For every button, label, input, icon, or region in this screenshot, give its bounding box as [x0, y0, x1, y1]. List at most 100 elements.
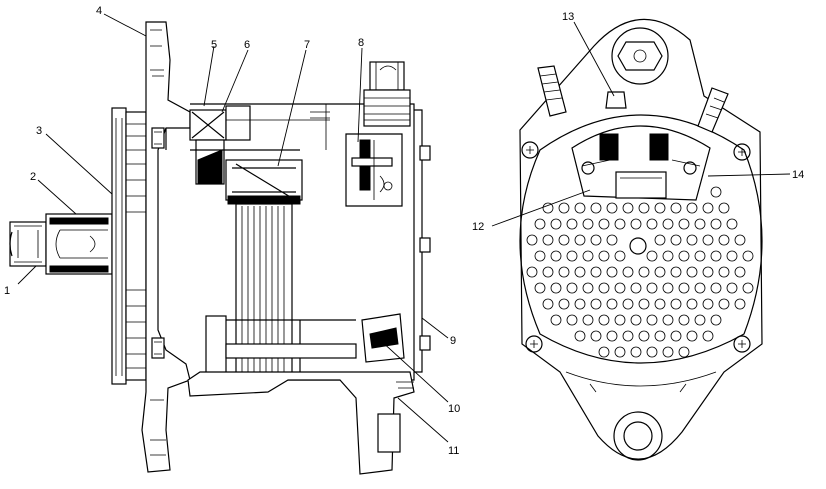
- vent-hole: [702, 298, 714, 310]
- vent-hole: [726, 218, 738, 230]
- terminal-stud: [363, 61, 411, 127]
- vent-hole: [710, 218, 722, 230]
- vent-hole: [550, 282, 562, 294]
- vent-hole: [678, 346, 690, 358]
- callout-3: 3: [36, 125, 42, 137]
- vent-hole: [590, 202, 602, 214]
- vent-hole: [710, 282, 722, 294]
- vent-hole: [702, 202, 714, 214]
- regulator-plate: [571, 125, 711, 201]
- callout-labels: 1 2 3 4 5 6 7 8 9 10 11 12 13 14: [4, 5, 804, 457]
- vent-hole: [670, 202, 682, 214]
- vent-hole: [702, 330, 714, 342]
- vent-hole: [662, 282, 674, 294]
- callout-6: 6: [244, 39, 250, 51]
- vent-hole: [654, 202, 666, 214]
- vent-hole: [590, 330, 602, 342]
- side-section-view: [9, 13, 449, 475]
- vent-hole: [598, 346, 610, 358]
- vent-hole: [630, 282, 642, 294]
- vent-hole: [622, 330, 634, 342]
- brush-holder: [345, 133, 403, 207]
- vent-hole: [734, 266, 746, 278]
- vent-hole: [718, 266, 730, 278]
- vent-hole: [574, 266, 586, 278]
- callout-2: 2: [30, 171, 36, 183]
- vent-hole: [686, 266, 698, 278]
- vent-hole: [694, 282, 706, 294]
- vent-hole: [614, 346, 626, 358]
- vent-hole: [614, 314, 626, 326]
- vent-hole: [598, 282, 610, 294]
- vent-hole: [622, 266, 634, 278]
- callout-7: 7: [304, 39, 310, 51]
- callout-1: 1: [4, 285, 10, 297]
- vent-hole: [662, 346, 674, 358]
- vent-hole: [638, 298, 650, 310]
- callout-12: 12: [472, 221, 484, 233]
- vent-hole: [630, 314, 642, 326]
- vent-hole: [726, 282, 738, 294]
- vent-hole: [582, 218, 594, 230]
- vent-hole: [550, 250, 562, 262]
- vent-hole: [582, 250, 594, 262]
- rear-end-view: [491, 18, 791, 461]
- vent-hole: [582, 314, 594, 326]
- vent-hole: [742, 250, 754, 262]
- terminal-posts: [537, 65, 729, 133]
- vent-hole: [542, 234, 554, 246]
- vent-hole: [558, 266, 570, 278]
- callout-14: 14: [792, 169, 804, 181]
- vent-hole: [534, 250, 546, 262]
- vent-hole: [742, 282, 754, 294]
- vent-hole: [526, 266, 538, 278]
- vent-hole: [622, 298, 634, 310]
- vent-hole: [614, 218, 626, 230]
- vent-hole: [638, 330, 650, 342]
- vent-hole: [582, 282, 594, 294]
- vent-hole: [630, 218, 642, 230]
- vent-hole: [566, 282, 578, 294]
- vent-hole: [710, 314, 722, 326]
- rear-mount-foot: [187, 371, 415, 475]
- vent-hole: [686, 234, 698, 246]
- vent-hole: [542, 266, 554, 278]
- vent-hole: [638, 266, 650, 278]
- left-leaders: [17, 13, 449, 443]
- vent-hole: [526, 234, 538, 246]
- vent-hole: [654, 330, 666, 342]
- right-leaders: [491, 21, 791, 227]
- vent-hole: [566, 218, 578, 230]
- vent-hole: [534, 282, 546, 294]
- vent-hole: [638, 202, 650, 214]
- vent-hole: [702, 266, 714, 278]
- vent-hole: [694, 250, 706, 262]
- vent-hole: [606, 234, 618, 246]
- vent-hole: [734, 234, 746, 246]
- corner-screws: [521, 141, 751, 353]
- vent-hole: [542, 298, 554, 310]
- vent-hole: [558, 202, 570, 214]
- vent-hole: [678, 218, 690, 230]
- vent-hole: [662, 314, 674, 326]
- rear-bearing: [361, 313, 405, 363]
- vent-hole: [646, 282, 658, 294]
- vent-hole: [662, 250, 674, 262]
- vent-hole: [574, 202, 586, 214]
- vent-hole: [598, 250, 610, 262]
- vent-hole: [654, 266, 666, 278]
- front-bearing: [189, 105, 251, 185]
- vent-hole: [590, 298, 602, 310]
- drive-end-frame: [141, 21, 191, 473]
- vent-hole: [702, 234, 714, 246]
- vent-holes: [526, 186, 754, 358]
- vent-hole: [678, 250, 690, 262]
- vent-hole: [558, 298, 570, 310]
- vent-hole: [550, 314, 562, 326]
- shaft-sleeve: [45, 213, 113, 275]
- vent-hole: [710, 250, 722, 262]
- vent-hole: [574, 330, 586, 342]
- vent-hole: [662, 218, 674, 230]
